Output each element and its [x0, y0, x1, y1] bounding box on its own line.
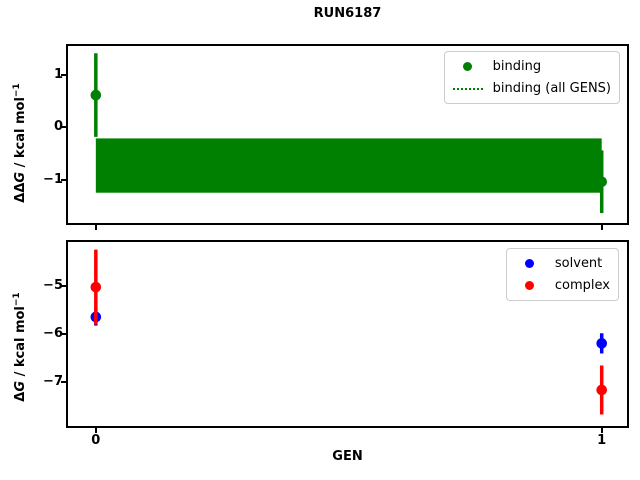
binding-dot-icon: [451, 62, 485, 71]
x-axis-label: GEN: [332, 449, 363, 464]
y-tick: [61, 74, 66, 77]
dotted-line-icon: [451, 87, 485, 90]
y-tick: [61, 284, 66, 287]
plot-canvas: [90, 53, 608, 214]
y-tick: [61, 332, 66, 335]
complex-dot-icon: [513, 281, 547, 290]
y-axis-label-dg: ΔG / kcal mol−1: [11, 292, 29, 402]
x-tick-label: 0: [91, 433, 101, 448]
x-tick-label: 1: [597, 433, 607, 448]
y-tick-label: −1: [43, 171, 63, 187]
legend-label: complex: [554, 278, 610, 293]
figure-title: RUN6187: [313, 6, 382, 21]
y-tick-label: 0: [53, 119, 63, 135]
axes-binding: binding binding (all GENS) 1 0 −1: [43, 44, 629, 230]
solvent-dot-icon: [513, 259, 547, 268]
complex-point: [596, 384, 608, 396]
plot-canvas: [90, 249, 608, 415]
legend-label: binding: [492, 59, 542, 74]
y-tick: [61, 380, 66, 383]
legend-label: binding (all GENS): [492, 81, 611, 96]
solvent-point: [596, 338, 608, 349]
y-tick: [61, 178, 66, 181]
x-tick: [94, 428, 97, 433]
binding-point: [90, 89, 102, 101]
y-tick-label: −7: [43, 373, 63, 389]
uncertainty-band: [95, 138, 602, 193]
legend-item-binding-all-gens: binding (all GENS): [451, 79, 611, 98]
legend-legs: solvent complex: [505, 248, 619, 301]
legend-item-complex: complex: [513, 276, 610, 295]
binding-point: [596, 176, 608, 188]
x-tick: [94, 225, 97, 230]
y-tick: [61, 126, 66, 129]
y-tick-label: 1: [53, 67, 63, 83]
legend-binding: binding binding (all GENS): [443, 51, 620, 104]
legend-item-solvent: solvent: [513, 254, 610, 273]
axes-legs: solvent complex −5 −6 −7 0 1: [43, 240, 629, 448]
y-axis-label-ddg: ΔΔG / kcal mol−1: [11, 83, 29, 203]
legend-label: solvent: [554, 256, 603, 271]
x-tick: [600, 428, 603, 433]
complex-point: [90, 281, 102, 293]
y-tick-label: −6: [43, 325, 63, 341]
x-tick: [600, 225, 603, 230]
legend-item-binding: binding: [451, 57, 611, 76]
y-tick-label: −5: [43, 277, 63, 293]
